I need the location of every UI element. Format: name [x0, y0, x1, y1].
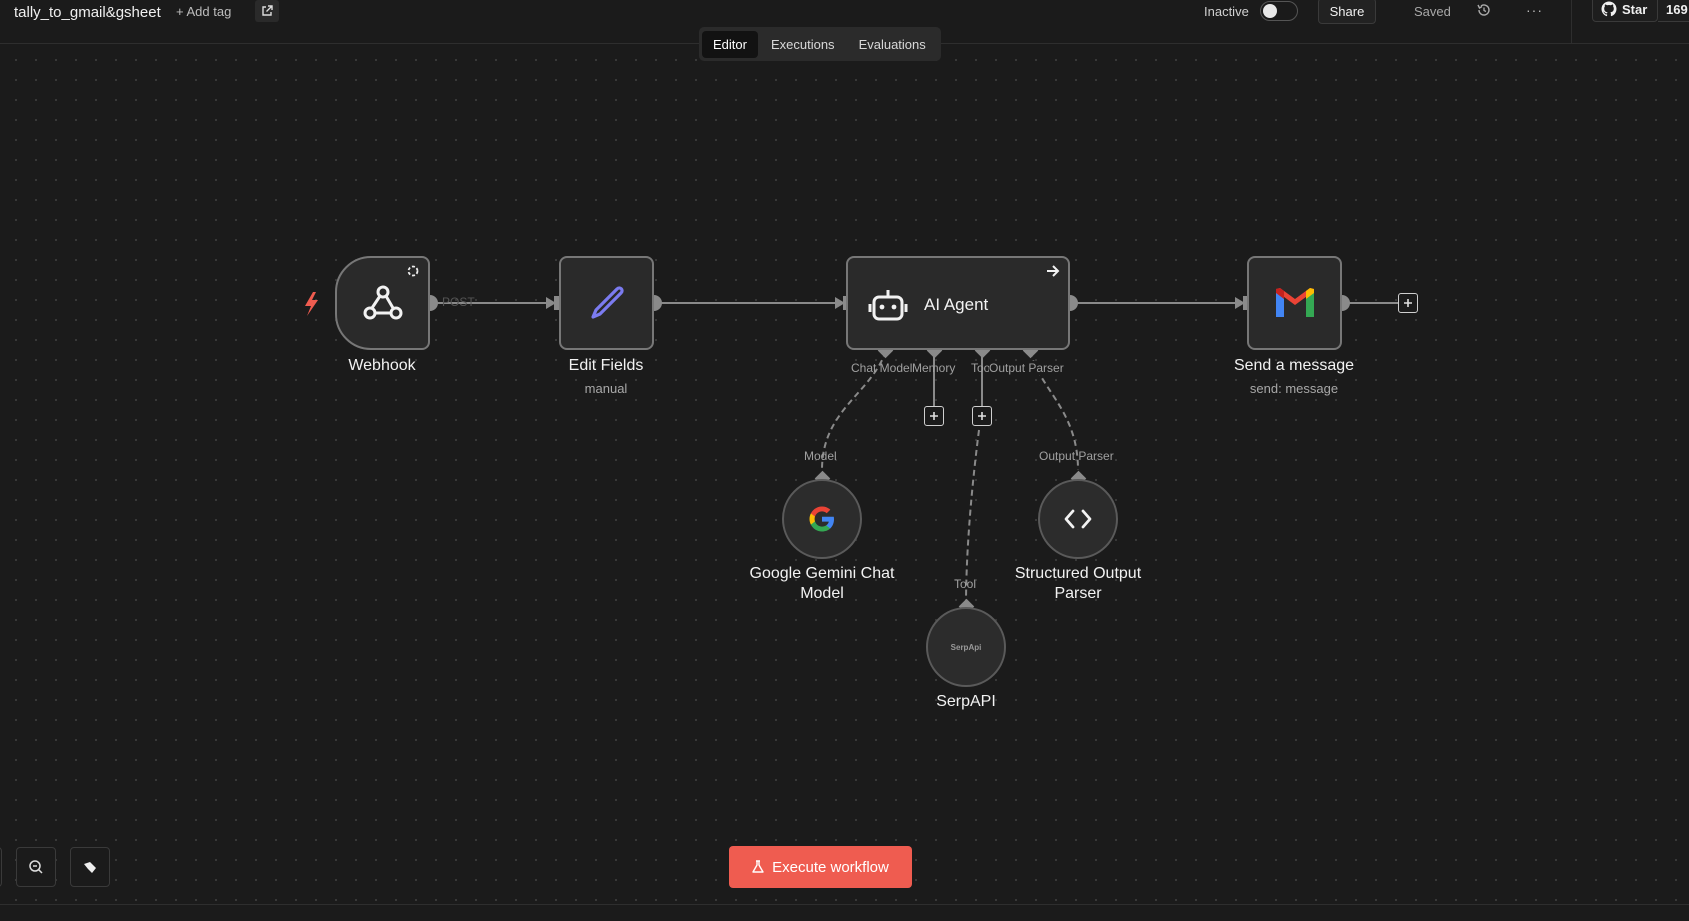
share-button[interactable]: Share [1318, 0, 1376, 24]
gemini-port-label: Model [804, 449, 837, 463]
zoom-out-icon [29, 860, 43, 874]
github-star-button[interactable]: Star [1592, 0, 1658, 22]
input-port-aiagent [843, 296, 848, 310]
edit-fields-title: Edit Fields [568, 357, 644, 374]
port-label-output-parser: Output Parser [989, 361, 1064, 375]
add-tool-button[interactable] [972, 406, 992, 426]
workflow-canvas[interactable] [0, 44, 1689, 904]
send-message-title: Send a message [1233, 357, 1355, 374]
webhook-title: Webhook [348, 357, 416, 374]
workflow-name[interactable]: tally_to_gmail&gsheet [14, 4, 161, 21]
gemini-node[interactable] [782, 479, 862, 559]
edit-fields-subtitle: manual [584, 381, 628, 396]
saved-status: Saved [1414, 4, 1451, 19]
serpapi-node[interactable]: SerpApi [926, 607, 1006, 687]
add-memory-button[interactable] [924, 406, 944, 426]
tab-executions[interactable]: Executions [770, 36, 835, 52]
structured-parser-title-line1: Structured Output [1014, 565, 1142, 582]
port-label-tool: Tool [971, 361, 994, 375]
input-port-sendmessage [1243, 296, 1248, 310]
serpapi-title: SerpAPI [936, 693, 996, 710]
github-icon [1601, 1, 1617, 17]
ai-agent-title: AI Agent [924, 295, 989, 314]
input-arrow-sendmessage [1235, 297, 1245, 309]
arrow-right-icon [1047, 265, 1060, 277]
flask-icon [752, 860, 764, 873]
view-tabs: Editor Executions Evaluations [699, 27, 941, 61]
robot-icon [868, 290, 908, 321]
webhook-output-label: POST [442, 295, 475, 309]
add-node-button[interactable] [1398, 293, 1418, 313]
structured-parser-title-line2: Parser [1054, 585, 1102, 602]
history-icon[interactable] [1476, 2, 1492, 18]
toggle-knob [1263, 4, 1277, 18]
webhook-node[interactable] [335, 256, 430, 350]
more-options-icon[interactable]: ··· [1526, 2, 1543, 18]
google-icon [809, 506, 834, 532]
plus-icon [930, 412, 938, 420]
gmail-icon [1275, 288, 1314, 317]
divider [1571, 0, 1572, 44]
structured-parser-port-label: Output Parser [1039, 449, 1114, 463]
webhook-icon [363, 285, 402, 320]
input-arrow-aiagent [835, 297, 845, 309]
status-label: Inactive [1204, 4, 1249, 19]
zoom-out-button[interactable] [16, 847, 56, 887]
execute-workflow-label: Execute workflow [772, 858, 889, 876]
code-icon [1064, 509, 1092, 529]
serpapi-logo-icon: SerpApi [950, 642, 982, 652]
github-star-label: Star [1622, 1, 1648, 17]
brush-icon [84, 862, 96, 873]
bottom-panel-bar [0, 904, 1689, 921]
pencil-icon [590, 286, 624, 319]
canvas-control-partial[interactable] [0, 847, 2, 887]
open-external-icon[interactable] [255, 0, 279, 22]
send-message-subtitle: send: message [1249, 381, 1339, 396]
tidy-up-button[interactable] [70, 847, 110, 887]
add-tag-button[interactable]: + Add tag [176, 4, 232, 19]
ai-agent-node[interactable]: AI Agent [846, 256, 1070, 350]
serpapi-port-label: Tool [954, 577, 977, 591]
trigger-bolt-icon [305, 292, 318, 316]
input-arrow-editfields [546, 297, 556, 309]
tab-editor[interactable]: Editor [702, 30, 758, 58]
send-message-node[interactable] [1247, 256, 1342, 350]
input-port-editfields [554, 296, 559, 310]
plus-icon [978, 412, 986, 420]
tab-evaluations[interactable]: Evaluations [858, 36, 926, 52]
github-star-count[interactable]: 169 [1658, 0, 1689, 22]
gemini-title-line2: Model [800, 585, 844, 602]
gemini-title-line1: Google Gemini Chat [749, 565, 895, 582]
active-toggle[interactable] [1260, 1, 1298, 21]
plus-icon [1404, 299, 1412, 307]
structured-parser-node[interactable] [1038, 479, 1118, 559]
port-label-memory: Memory [912, 361, 956, 375]
execute-workflow-button[interactable]: Execute workflow [729, 846, 912, 888]
webhook-settings-icon[interactable] [406, 264, 420, 278]
edit-fields-node[interactable] [559, 256, 654, 350]
connection-chatmodel-gemini [821, 350, 887, 471]
port-label-chat-model: Chat Model [851, 361, 913, 375]
